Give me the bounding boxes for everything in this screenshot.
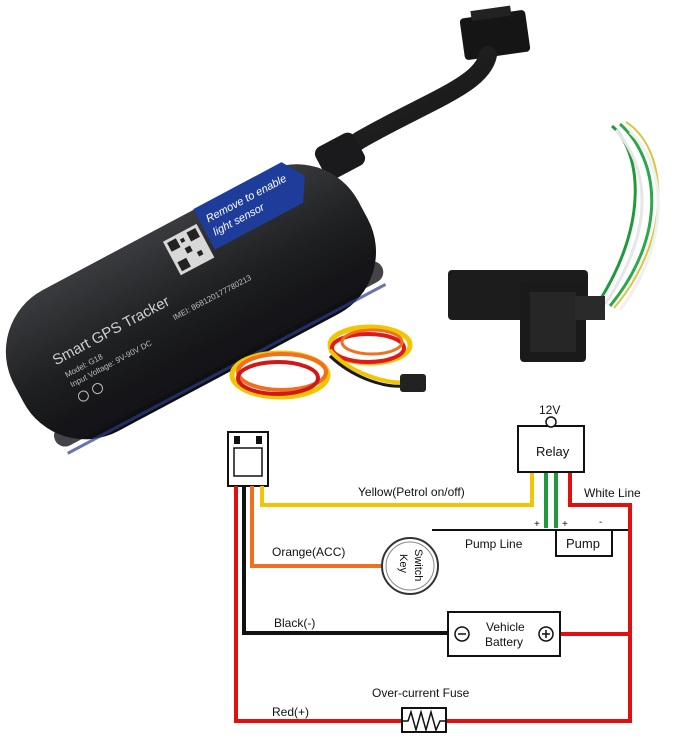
pump-label: Pump — [566, 536, 600, 551]
key-switch: Switch Key — [381, 537, 439, 595]
ce-mark-icon — [77, 390, 89, 402]
relay-label: Relay — [536, 444, 570, 459]
battery-negative-icon — [454, 626, 470, 642]
relay-voltage-label: 12V — [539, 403, 560, 417]
black-wire-label: Black(-) — [274, 616, 315, 630]
pump-box — [555, 529, 613, 557]
over-current-fuse — [401, 707, 447, 733]
relay-harness-photo — [448, 121, 660, 362]
relay-box — [517, 425, 585, 473]
yellow-wire-label: Yellow(Petrol on/off) — [358, 485, 465, 499]
key-switch-line-2: Key — [397, 554, 409, 573]
plus-mark-relay: + — [534, 519, 540, 530]
vehicle-battery: Vehicle Battery — [447, 611, 561, 657]
yellow-wire — [260, 472, 534, 507]
battery-line-2: Battery — [485, 635, 523, 649]
harness-plug — [400, 374, 426, 392]
rohs-mark-icon — [92, 383, 104, 395]
white-line-wire — [568, 472, 632, 634]
pump-line-label: Pump Line — [465, 537, 523, 551]
gps-tracker-device: Remove to enable light sensor Smart GPS … — [5, 5, 531, 455]
black-wire — [242, 486, 448, 635]
minus-mark-pump: - — [599, 517, 602, 528]
white-line-label: White Line — [584, 486, 641, 500]
red-wire-label: Red(+) — [272, 705, 309, 719]
tracker-connector — [459, 10, 531, 60]
relay-top-terminal — [545, 416, 557, 428]
fuse-label: Over-current Fuse — [372, 686, 470, 700]
orange-wire-label: Orange(ACC) — [272, 545, 345, 559]
plus-mark-pump: + — [562, 519, 568, 530]
light-sensor-sticker — [193, 162, 305, 250]
diagram-connector — [227, 431, 269, 487]
relay-green-wires — [544, 472, 558, 528]
wiring-diagram: 12V Relay Pump + + - Switch Key Vehicle … — [227, 403, 641, 733]
tracker-cable — [321, 46, 497, 169]
tracker-body — [5, 164, 377, 440]
qr-code — [162, 223, 215, 276]
red-wire — [234, 486, 402, 723]
wire-harness-coil — [229, 324, 426, 400]
orange-wire — [250, 486, 382, 568]
battery-positive-icon — [538, 626, 554, 642]
key-switch-line-1: Switch — [412, 549, 424, 581]
battery-line-1: Vehicle — [486, 620, 525, 634]
